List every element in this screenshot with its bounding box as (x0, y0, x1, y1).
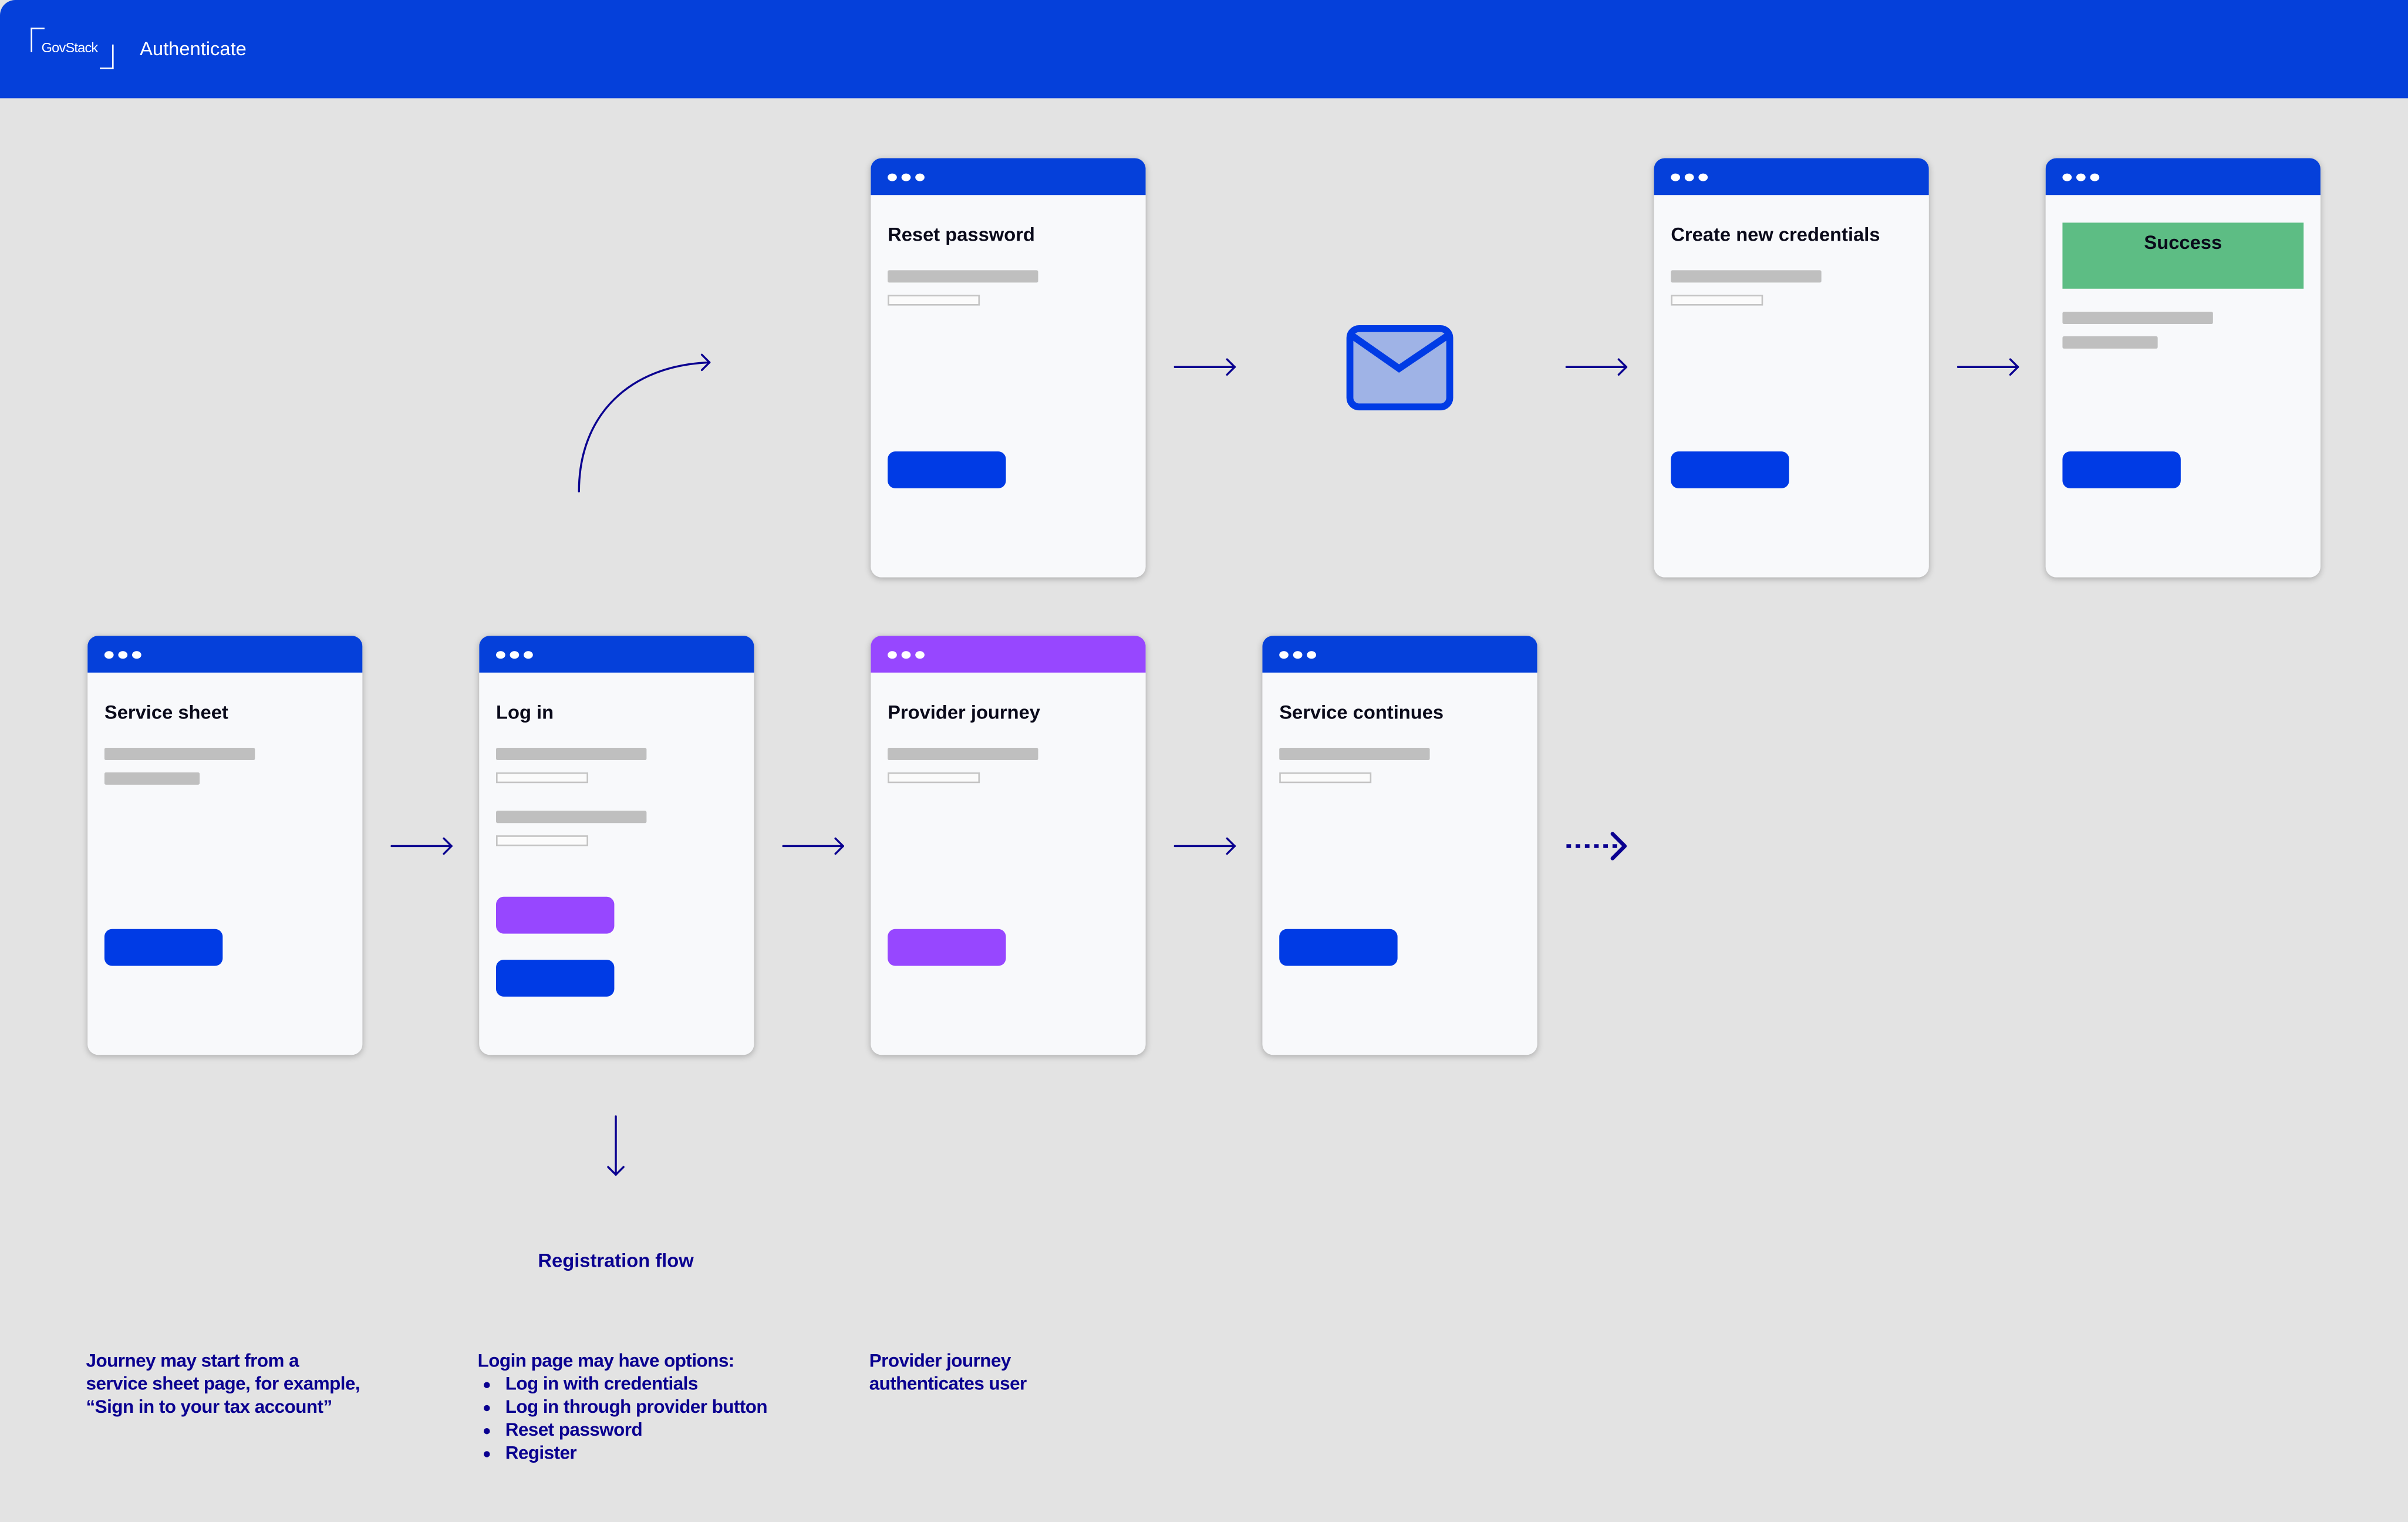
primary-button[interactable] (1279, 929, 1398, 966)
note-line: Journey may start from a (86, 1349, 299, 1372)
arrow-right-icon (390, 837, 453, 855)
primary-button[interactable] (1671, 451, 1789, 488)
input-placeholder (1279, 772, 1372, 784)
arrow-down-icon (607, 1115, 625, 1176)
logo-corner (31, 28, 45, 52)
curved-arrow-icon (578, 353, 711, 492)
primary-button[interactable] (2062, 451, 2181, 488)
govstack-logo[interactable]: GovStack (31, 28, 114, 69)
screen-title: Log in (496, 701, 554, 724)
primary-button[interactable] (496, 960, 615, 997)
note-list-item: Log in through provider button (505, 1396, 768, 1419)
placeholder-line (104, 772, 200, 785)
note-service-sheet: Journey may start from a service sheet p… (86, 1350, 360, 1419)
success-banner: Success (2062, 222, 2304, 289)
placeholder-line (888, 748, 1038, 760)
window-dots-icon (888, 173, 925, 181)
screen-title: Service sheet (104, 701, 228, 724)
registration-flow-label: Registration flow (538, 1250, 694, 1272)
note-list-item: Reset password (505, 1419, 767, 1442)
input-placeholder (496, 772, 588, 784)
arrow-right-icon (1565, 358, 1628, 376)
window-bar (479, 636, 754, 673)
note-list-item: Register (505, 1442, 767, 1465)
screen-create-credentials: Create new credentials (1654, 158, 1929, 578)
arrow-right-icon (1173, 358, 1236, 376)
screen-reset-password: Reset password (871, 158, 1146, 578)
screen-success: Success (2045, 158, 2321, 578)
window-bar (1262, 636, 1537, 673)
dotted-arrow-right-icon (1566, 832, 1627, 860)
note-line: authenticates user (869, 1372, 1027, 1395)
placeholder-line (2062, 336, 2158, 349)
note-line: Provider journey (869, 1349, 1011, 1372)
provider-button[interactable] (888, 929, 1006, 966)
envelope-icon (1346, 325, 1453, 411)
arrow-right-icon (782, 837, 844, 855)
placeholder-line (104, 748, 255, 760)
screen-service-sheet: Service sheet (87, 636, 363, 1055)
provider-button[interactable] (496, 896, 615, 934)
window-bar (871, 158, 1146, 195)
window-bar (1654, 158, 1929, 195)
input-placeholder (888, 295, 980, 306)
primary-button[interactable] (104, 929, 223, 966)
note-login: Login page may have options: Log in with… (478, 1350, 768, 1465)
arrow-right-icon (1957, 358, 2019, 376)
input-placeholder (888, 772, 980, 784)
screen-service-continues: Service continues (1262, 636, 1537, 1055)
screen-log-in: Log in (479, 636, 754, 1055)
screen-title: Service continues (1279, 701, 1444, 724)
placeholder-line (1279, 748, 1430, 760)
app-header: GovStack Authenticate (0, 0, 2408, 99)
screen-title: Provider journey (888, 701, 1040, 724)
placeholder-line (888, 270, 1038, 283)
screen-provider-journey: Provider journey (871, 636, 1146, 1055)
note-provider: Provider journey authenticates user (869, 1350, 1027, 1396)
note-list-item: Log in with credentials (505, 1373, 767, 1396)
placeholder-line (1671, 270, 1822, 283)
logo-text: GovStack (41, 40, 99, 56)
window-dots-icon (1671, 173, 1708, 181)
window-bar (2045, 158, 2321, 195)
input-placeholder (1671, 295, 1763, 306)
window-dots-icon (2062, 173, 2100, 181)
screen-title: Reset password (888, 224, 1035, 246)
arrow-right-icon (1173, 837, 1236, 855)
input-placeholder (496, 835, 588, 846)
note-line: Login page may have options: (477, 1349, 735, 1372)
screen-title: Create new credentials (1671, 224, 1880, 246)
placeholder-line (496, 748, 647, 760)
page-title: Authenticate (140, 38, 247, 60)
window-dots-icon (496, 651, 533, 659)
placeholder-line (496, 811, 647, 824)
logo-corner (100, 44, 114, 69)
primary-button[interactable] (888, 451, 1006, 488)
window-dots-icon (104, 651, 141, 659)
window-dots-icon (888, 651, 925, 659)
window-dots-icon (1279, 651, 1316, 659)
note-line: “Sign in to your tax account” (86, 1396, 333, 1418)
window-bar (87, 636, 363, 673)
note-line: service sheet page, for example, (86, 1372, 360, 1395)
window-bar (871, 636, 1146, 673)
placeholder-line (2062, 312, 2213, 324)
